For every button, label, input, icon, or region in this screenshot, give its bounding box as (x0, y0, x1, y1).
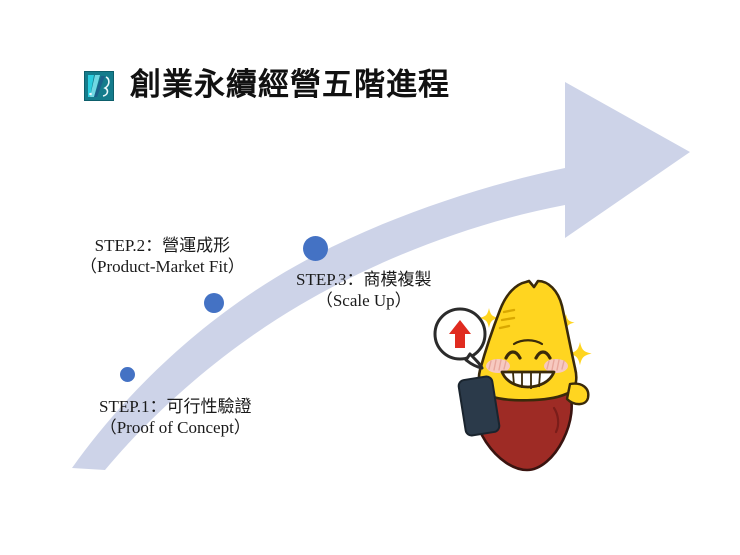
mascot-right-arm (565, 382, 590, 406)
arrow-shape (72, 82, 690, 470)
mascot-teeth (512, 372, 541, 389)
step-3-label-line2: （Scale Up） (315, 291, 412, 311)
step-1-label-line2: （Proof of Concept） (99, 418, 251, 438)
mascot-eye-left (504, 350, 522, 360)
mascot-blush-right (544, 359, 568, 373)
speech-bubble (433, 307, 487, 370)
sparkle-icon (479, 308, 499, 328)
mascot-brow (512, 339, 544, 346)
mascot-eye-right (534, 350, 552, 360)
step-3-label: STEP.3：商模複製 （Scale Up） (296, 269, 432, 312)
logo-icon (84, 70, 114, 101)
mascot-skin-mark (552, 406, 560, 434)
step-2-label: STEP.2：營運成形 （Product-Market Fit） (80, 235, 245, 278)
sparkle-icon (568, 342, 592, 366)
step-2-label-line1: STEP.2：營運成形 (94, 236, 231, 255)
step-1-label-line1: STEP.1：可行性驗證 (99, 397, 252, 416)
step-2-dot[interactable] (204, 293, 224, 313)
step-2-label-line2: （Product-Market Fit） (80, 257, 245, 277)
mascot-blush-left (486, 359, 510, 373)
step-3-label-line1: STEP.3：商模複製 (296, 270, 432, 289)
page-title: 創業永續經營五階進程 (130, 67, 450, 103)
red-up-arrow-icon (449, 320, 471, 348)
mascot-phone (457, 375, 501, 437)
step-1-label: STEP.1：可行性驗證 （Proof of Concept） (99, 396, 252, 439)
page-title-row: 創業永續經營五階進程 (84, 70, 450, 101)
step-1-dot[interactable] (120, 367, 135, 382)
sweet-potato-mascot (433, 279, 592, 472)
step-3-dot[interactable] (303, 236, 328, 261)
mascot-texture (498, 308, 516, 330)
